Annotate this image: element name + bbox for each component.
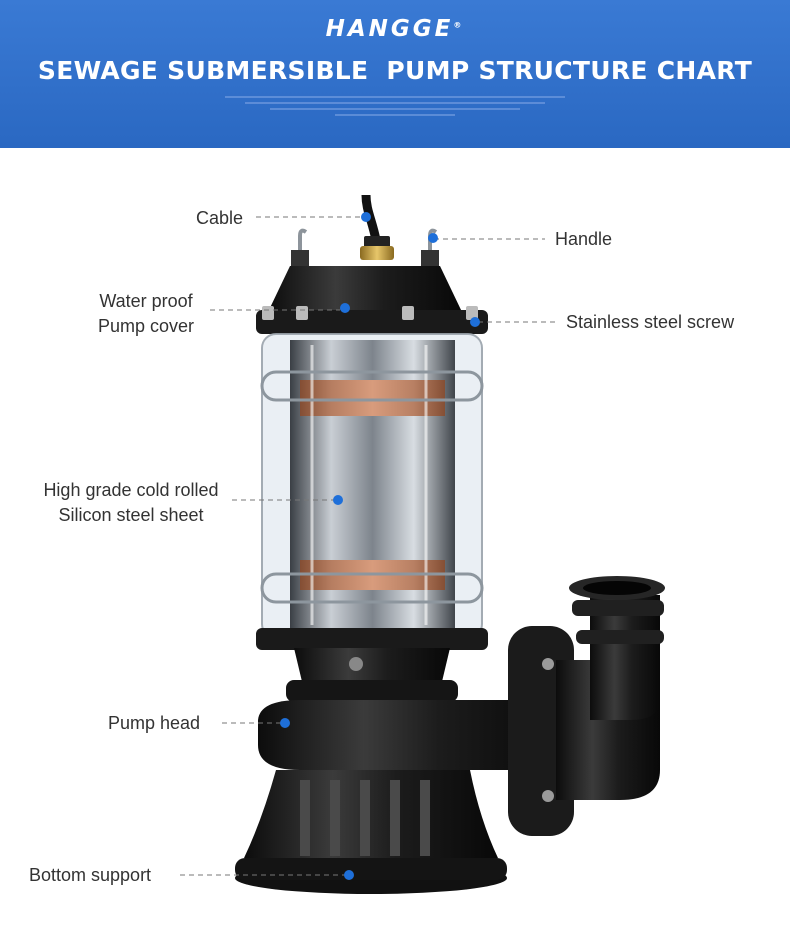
marker-cable: [361, 212, 371, 222]
header-banner: HANGGE® SEWAGE SUBMERSIBLE PUMP STRUCTUR…: [0, 0, 790, 148]
label-sheet-line1: High grade cold rolled: [43, 480, 219, 500]
label-cover-line2: Pump cover: [97, 316, 195, 336]
label-sheet: High grade cold rolled Silicon steel she…: [28, 478, 234, 528]
brand-name: HANGGE: [325, 16, 454, 42]
marker-handle: [428, 233, 438, 243]
label-handle: Handle: [555, 229, 613, 249]
motor-housing: [256, 333, 488, 650]
page-title: SEWAGE SUBMERSIBLE PUMP STRUCTURE CHART: [37, 56, 753, 85]
pump-cover: [256, 266, 488, 334]
label-sheet-line2: Silicon steel sheet: [58, 505, 204, 525]
marker-sheet: [333, 495, 343, 505]
leader-lines: [180, 216, 558, 876]
label-pump-head: Pump head: [108, 713, 201, 733]
handle-hooks: [291, 228, 439, 266]
cable: [360, 194, 394, 260]
motor-base: [286, 648, 458, 702]
label-bottom-support: Bottom support: [29, 865, 152, 885]
marker-head: [280, 718, 290, 728]
label-screw: Stainless steel screw: [566, 312, 735, 332]
marker-screw: [470, 317, 480, 327]
brand-logo: HANGGE®: [0, 16, 790, 42]
marker-bottom: [344, 870, 354, 880]
pump-head-body: [258, 700, 560, 770]
marker-cover: [340, 303, 350, 313]
registered-mark: ®: [453, 20, 465, 30]
label-cover: Water proof Pump cover: [88, 289, 204, 339]
decorative-fine-print: [220, 96, 570, 122]
outlet-elbow: [508, 576, 665, 836]
callout-markers: [280, 212, 480, 880]
label-cable: Cable: [196, 208, 244, 228]
bottom-support: [235, 770, 507, 894]
label-cover-line1: Water proof: [99, 291, 193, 311]
